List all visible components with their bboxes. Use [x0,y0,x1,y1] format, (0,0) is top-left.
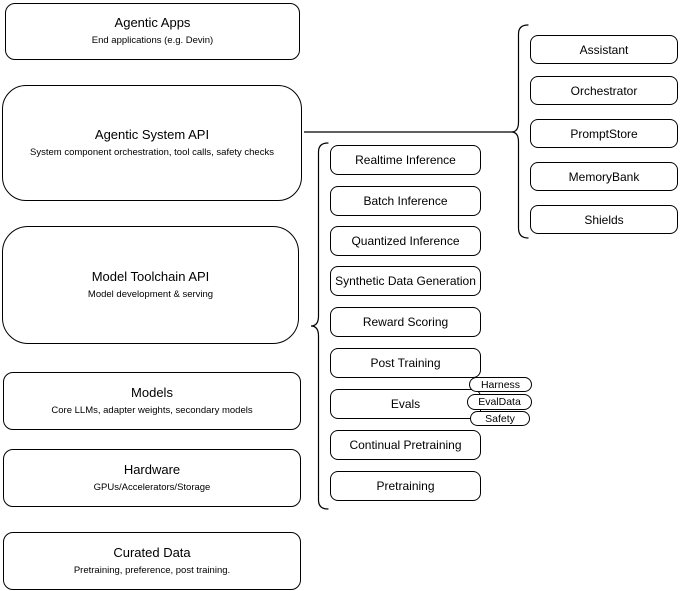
node-label: Assistant [579,42,629,57]
node-model-toolchain-api: Model Toolchain API Model development & … [2,226,299,344]
node-pretraining: Pretraining [330,471,481,501]
node-label: Safety [485,412,515,425]
node-subtitle: System component orchestration, tool cal… [30,146,274,158]
node-label: Continual Pretraining [349,438,462,452]
node-evals: Evals [330,389,481,419]
node-label: EvalData [478,396,521,408]
node-subtitle: End applications (e.g. Devin) [91,35,214,47]
node-label: Shields [584,212,624,227]
node-assistant: Assistant [530,35,678,64]
node-label: Batch Inference [363,194,448,208]
node-label: Quantized Inference [351,234,460,248]
node-curated-data: Curated Data Pretraining, preference, po… [3,532,301,590]
node-eval-safety: Safety [470,411,530,426]
node-batch-inference: Batch Inference [330,186,481,216]
node-subtitle: Core LLMs, adapter weights, secondary mo… [51,404,253,416]
node-title: Curated Data [113,544,191,560]
node-title: Hardware [123,461,181,477]
node-label: Orchestrator [570,83,638,98]
node-label: Reward Scoring [362,315,449,329]
node-label: Harness [480,378,521,391]
node-shields: Shields [530,205,678,234]
node-agentic-apps: Agentic Apps End applications (e.g. Devi… [5,3,300,60]
node-promptstore: PromptStore [530,119,678,148]
node-title: Agentic System API [94,126,210,142]
node-post-training: Post Training [330,348,481,378]
node-title: Model Toolchain API [91,268,210,284]
system-components-curly-brace [511,24,529,239]
node-quantized-inference: Quantized Inference [330,226,481,256]
node-realtime-inference: Realtime Inference [330,145,481,175]
node-title: Models [131,384,173,400]
node-models: Models Core LLMs, adapter weights, secon… [3,372,301,430]
node-label: Synthetic Data Generation [335,274,476,288]
node-continual-pretraining: Continual Pretraining [330,430,481,460]
node-label: Realtime Inference [355,153,456,167]
node-hardware: Hardware GPUs/Accelerators/Storage [3,449,301,507]
node-subtitle: GPUs/Accelerators/Storage [93,481,211,493]
node-eval-evaldata: EvalData [467,394,532,410]
node-subtitle: Pretraining, preference, post training. [73,564,231,576]
node-label: PromptStore [570,126,638,141]
node-synthetic-data-generation: Synthetic Data Generation [330,266,481,296]
node-memorybank: MemoryBank [530,162,678,191]
toolchain-curly-brace [310,142,329,510]
node-label: Evals [390,397,421,411]
node-title: Agentic Apps [114,15,191,31]
node-label: MemoryBank [568,169,640,184]
node-agentic-system-api: Agentic System API System component orch… [2,85,302,201]
node-reward-scoring: Reward Scoring [330,307,481,337]
node-orchestrator: Orchestrator [530,76,678,105]
node-subtitle: Model development & serving [87,288,214,300]
node-eval-harness: Harness [469,377,532,392]
node-label: Pretraining [376,479,435,493]
node-label: Post Training [370,356,441,370]
